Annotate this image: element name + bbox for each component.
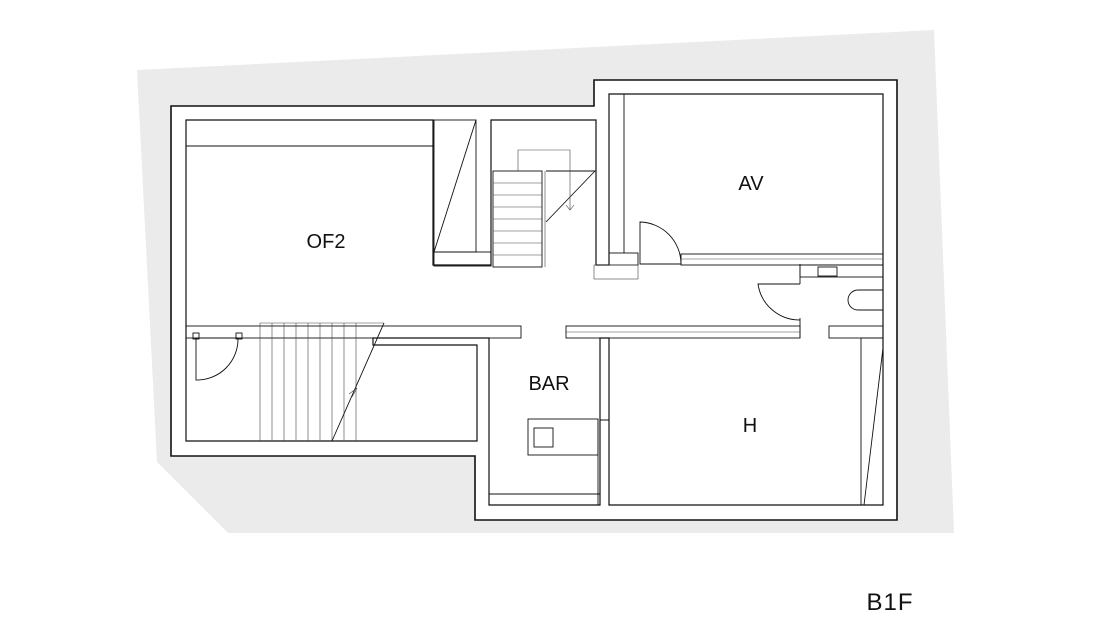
floor-label: B1F xyxy=(866,589,913,616)
west-door-jamb-2 xyxy=(235,332,243,340)
west-door-jamb xyxy=(192,332,200,340)
corridor-marker xyxy=(593,264,639,280)
upper-stair xyxy=(492,149,597,268)
corridor-wall-left xyxy=(185,325,522,339)
west-door-swing xyxy=(195,337,239,381)
of2-cabinet-base xyxy=(433,251,492,267)
av-south-wall xyxy=(680,253,884,266)
bar-counter xyxy=(527,418,599,505)
lower-stair xyxy=(259,322,385,442)
room-label-h: H xyxy=(743,415,757,437)
of2-cabinet-diagonal xyxy=(433,119,477,253)
room-label-of2: OF2 xyxy=(307,231,346,253)
h-room-closet-diagonal xyxy=(863,347,884,506)
corridor-wall-right xyxy=(828,325,884,339)
room-label-bar: BAR xyxy=(528,373,569,395)
h-room-partition xyxy=(600,419,610,505)
room-label-av: AV xyxy=(738,173,764,195)
h-room-closet xyxy=(860,337,884,506)
